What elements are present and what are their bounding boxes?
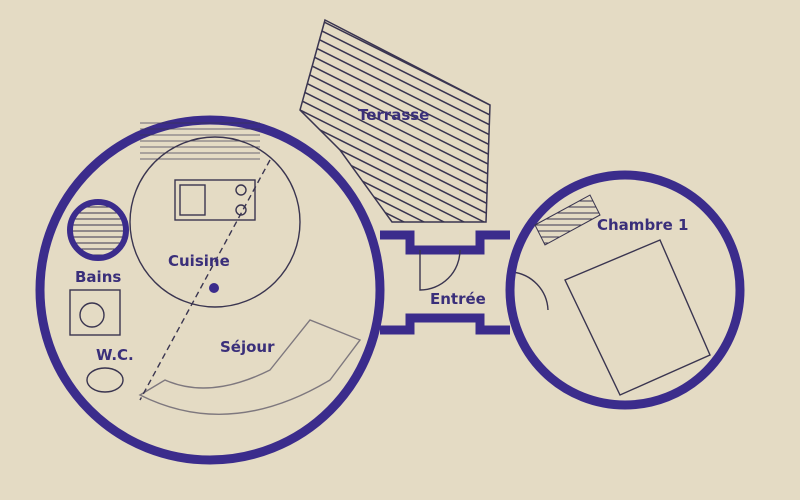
bathtub-icon	[67, 199, 129, 261]
terrace-plank	[300, 49, 490, 161]
room-label-wc: W.C.	[96, 346, 134, 364]
stove-icon	[174, 179, 256, 221]
bench-seating	[138, 319, 362, 415]
terrace-plank	[300, 20, 490, 111]
terrace-plank	[280, 0, 500, 10]
room-label-chambre: Chambre 1	[597, 216, 688, 234]
terrace-plank	[300, 20, 490, 31]
terrace	[280, 0, 500, 380]
sink-icon	[79, 302, 105, 328]
door-icon	[419, 249, 461, 291]
terrace-plank	[300, 69, 490, 181]
terrace-plank	[300, 39, 490, 151]
room-label-sejour: Séjour	[220, 338, 275, 356]
terrace-plank	[300, 189, 490, 222]
terrace-plank	[300, 20, 490, 61]
terrace-plank	[300, 20, 490, 41]
terrace-plank	[300, 20, 490, 81]
terrace-plank	[300, 20, 490, 21]
room-label-bains: Bains	[75, 268, 121, 286]
terrace-plank	[300, 169, 490, 222]
terrace-plank	[300, 20, 490, 71]
room-label-entree: Entrée	[430, 290, 486, 308]
terrace-plank	[300, 59, 490, 171]
terrace-plank	[300, 129, 490, 222]
toilet-icon	[86, 367, 124, 393]
room-label-cuisine: Cuisine	[168, 252, 230, 270]
terrace-plank	[300, 89, 490, 201]
terrace-plank	[300, 109, 490, 221]
bed-icon	[564, 239, 711, 396]
terrace-plank	[300, 149, 490, 222]
terrace-plank	[300, 119, 490, 222]
terrace-plank	[280, 270, 500, 380]
terrace-plank	[300, 99, 490, 211]
terrace-plank	[300, 79, 490, 191]
main-circle	[35, 115, 385, 465]
entrance-corridor	[380, 230, 549, 335]
terrace-plank	[300, 20, 490, 51]
column-icon	[209, 283, 219, 293]
bedroom-circle	[505, 170, 745, 410]
room-label-terrasse: Terrasse	[358, 106, 429, 124]
